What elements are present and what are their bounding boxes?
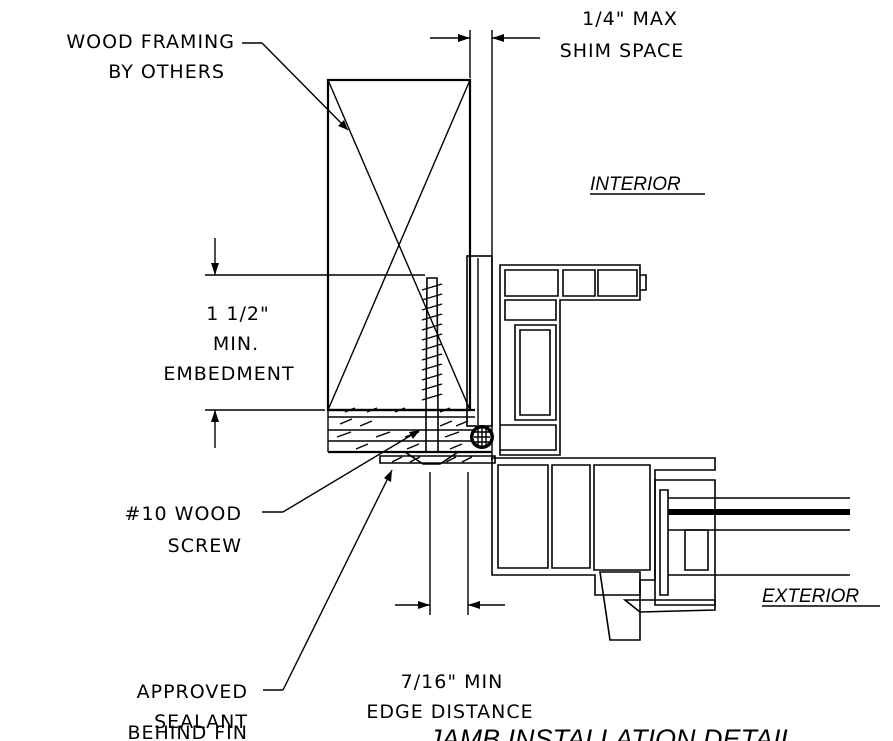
edge-distance-note-line2: EDGE DISTANCE [366,701,533,723]
shim-space-dimension [430,30,540,78]
leader-lines [242,42,880,691]
embedment-dimension [205,238,425,448]
shim-note-line2: SHIM SPACE [560,40,685,62]
edge-distance-note-line1: 7/16" MIN [401,671,504,693]
embedment-note-line2: MIN. [213,333,259,355]
framing-note-line1: WOOD FRAMING [66,31,235,53]
embedment-note-line1: 1 1/2" [206,303,269,325]
sealant-backer-rod [470,425,494,449]
interior-label: INTERIOR [590,174,681,195]
sealant-note-line1: APPROVED [137,681,248,703]
wood-screw [402,277,461,465]
screw-note-line1: #10 WOOD [125,503,242,525]
glazing-unit [668,497,850,576]
wood-framing-member [326,78,472,412]
embedment-note-line3: EMBEDMENT [163,363,294,385]
sealant-note-line2: SEALANT [154,711,248,733]
edge-distance-dimension [395,472,505,615]
shim-note-line1: 1/4" MAX [582,8,678,30]
framing-plate-layers [327,407,492,454]
window-frame-profile [491,264,716,641]
sealant-note-line3: BEHIND FIN [127,722,248,741]
framing-note-line2: BY OTHERS [108,61,225,83]
exterior-label: EXTERIOR [762,586,859,607]
drawing-title: JAMB INSTALLATION DETAIL [427,724,796,741]
screw-note-line2: SCREW [168,535,242,557]
nailing-fin [379,30,496,464]
